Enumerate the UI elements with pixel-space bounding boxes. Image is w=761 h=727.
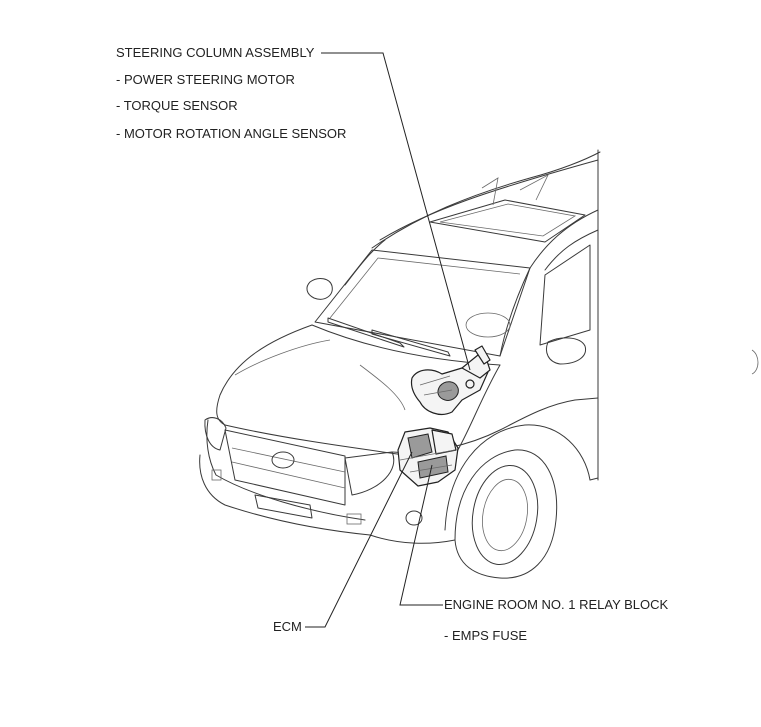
steering-column-part [410, 345, 491, 415]
ecm-label: ECM [273, 619, 302, 634]
relay-block-label: ENGINE ROOM NO. 1 RELAY BLOCK [444, 597, 669, 612]
motor-rotation-angle-sensor-label: - MOTOR ROTATION ANGLE SENSOR [116, 126, 347, 141]
leader-lines [305, 52, 471, 628]
leader-relay-block [399, 464, 443, 606]
ecm-relay-block-part [397, 427, 459, 487]
steering-column-label: STEERING COLUMN ASSEMBLY [116, 45, 315, 60]
emps-fuse-label: - EMPS FUSE [444, 628, 528, 643]
torque-sensor-label: - TORQUE SENSOR [116, 98, 238, 113]
power-steering-motor-label: - POWER STEERING MOTOR [116, 72, 295, 87]
leader-ecm [305, 451, 413, 628]
leader-steering-column [321, 52, 471, 371]
car-body [199, 149, 759, 579]
